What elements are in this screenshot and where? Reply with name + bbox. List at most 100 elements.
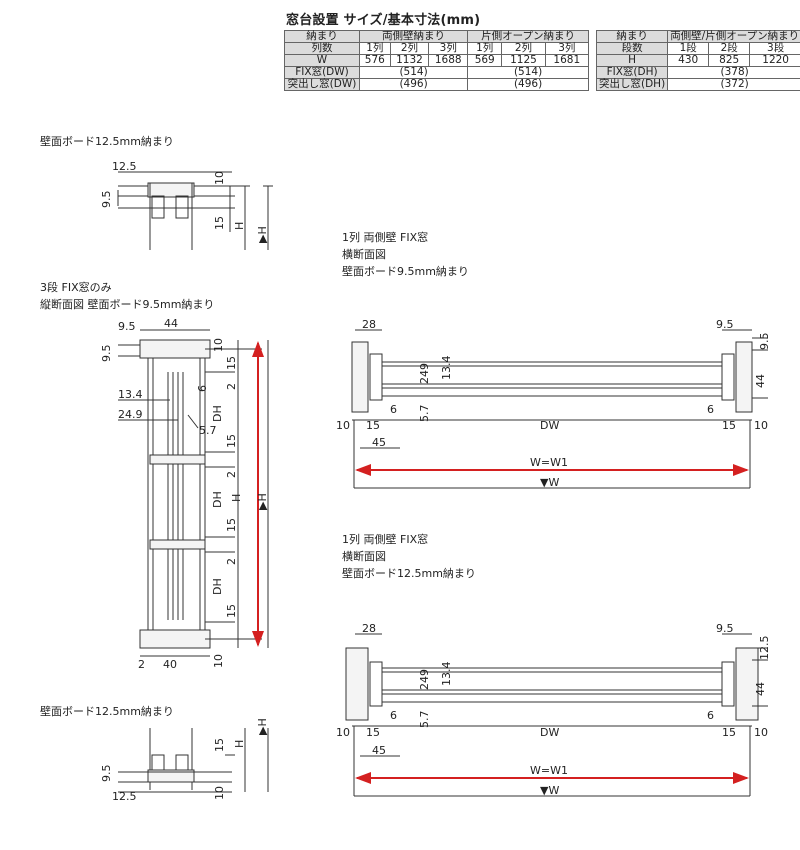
width-spec-table: 納まり 両側壁納まり 片側オープン納まり 列数 1列 2列 3列 1列 2列 3… bbox=[284, 30, 590, 91]
dim-label: 9.5 bbox=[100, 191, 113, 209]
dim-label: 10 bbox=[212, 654, 225, 668]
table-w-proj-value: (496) bbox=[358, 78, 469, 91]
dim-label: 13.4 bbox=[440, 356, 453, 381]
dim-label: 12.5 bbox=[112, 790, 137, 803]
dim-label: 28 bbox=[362, 318, 376, 331]
caption-horiz1-sub: 横断面図 bbox=[342, 248, 386, 261]
dim-label: 6 bbox=[390, 709, 397, 722]
dim-label: 15 bbox=[213, 216, 226, 230]
dim-label: 15 bbox=[225, 356, 238, 370]
dim-label: 15 bbox=[722, 419, 736, 432]
dim-label: W=W1 bbox=[530, 764, 568, 777]
dim-label: 5.7 bbox=[199, 424, 217, 437]
table-w-header-fit: 納まり bbox=[284, 30, 360, 43]
caption-horiz2-sub: 横断面図 bbox=[342, 550, 386, 563]
dim-label: 2 bbox=[225, 558, 238, 565]
table-w-header-both: 両側壁納まり bbox=[358, 30, 469, 43]
dim-label: 5.7 bbox=[418, 711, 431, 729]
table-h-h-label: H bbox=[595, 54, 669, 67]
dim-label: 6 bbox=[707, 403, 714, 416]
dim-label: 2 bbox=[138, 658, 145, 671]
dim-label: 15 bbox=[366, 419, 380, 432]
dim-label: 45 bbox=[372, 744, 386, 757]
vertical-section bbox=[118, 329, 269, 657]
dim-label: 15 bbox=[366, 726, 380, 739]
dim-label: 10 bbox=[212, 338, 225, 352]
table-w-proj-value: (496) bbox=[467, 78, 589, 91]
dim-label: 40 bbox=[163, 658, 177, 671]
dim-label: 15 bbox=[225, 604, 238, 618]
table-h-proj-value: (372) bbox=[667, 78, 800, 91]
dim-label: 15 bbox=[225, 518, 238, 532]
caption-horiz1-board: 壁面ボード9.5mm納まり bbox=[342, 265, 469, 278]
horizontal-section-2 bbox=[345, 633, 768, 797]
dim-label: H bbox=[233, 740, 246, 748]
section-detail-bottom bbox=[118, 728, 269, 793]
table-h-header-fit: 納まり bbox=[595, 30, 669, 43]
caption-vertical-subtitle: 縦断面図 壁面ボード9.5mm納まり bbox=[40, 298, 215, 311]
dim-label: 9.5 bbox=[118, 320, 136, 333]
dim-label: 2 bbox=[225, 383, 238, 390]
page-title: 窓台設置 サイズ/基本寸法(mm) bbox=[286, 13, 481, 28]
dim-label: 13.4 bbox=[440, 662, 453, 687]
dim-label: 9.5 bbox=[716, 318, 734, 331]
dim-label: 2 bbox=[225, 471, 238, 478]
caption-horiz2-board: 壁面ボード12.5mm納まり bbox=[342, 567, 476, 580]
table-h-proj-label: 突出し窓(DH) bbox=[595, 78, 669, 91]
dim-label: 15 bbox=[722, 726, 736, 739]
caption-vertical-title: 3段 FIX窓のみ bbox=[40, 281, 112, 294]
dim-label: H bbox=[233, 222, 246, 230]
dim-label: 6 bbox=[196, 385, 209, 392]
dim-label: DW bbox=[540, 419, 559, 432]
dim-label: 15 bbox=[225, 434, 238, 448]
dim-label: 10 bbox=[336, 419, 350, 432]
dim-label: 9.5 bbox=[716, 622, 734, 635]
dim-label: W=W1 bbox=[530, 456, 568, 469]
dim-label: 12.5 bbox=[112, 160, 137, 173]
dim-label: 10 bbox=[213, 786, 226, 800]
dim-label: 12.5 bbox=[758, 636, 771, 661]
dim-label: 9.5 bbox=[100, 765, 113, 783]
dim-label: 6 bbox=[390, 403, 397, 416]
dim-label: 9.5 bbox=[100, 345, 113, 363]
dim-label: H bbox=[230, 494, 243, 502]
dim-label: 44 bbox=[754, 682, 767, 696]
height-spec-table: 納まり 両側壁/片側オープン納まり 段数 1段 2段 3段 H 430 825 … bbox=[595, 30, 800, 91]
dim-label: ▼W bbox=[540, 476, 559, 489]
caption-horiz2-title: 1列 両側壁 FIX窓 bbox=[342, 533, 429, 546]
table-w-w-label: W bbox=[284, 54, 360, 67]
dim-label: DH bbox=[211, 491, 224, 508]
dim-label: 9.5 bbox=[758, 333, 771, 351]
dim-label: ▶H bbox=[256, 493, 269, 510]
dim-label: 24.9 bbox=[118, 408, 143, 421]
dim-label: 13.4 bbox=[118, 388, 143, 401]
dim-label: 5.7 bbox=[418, 405, 431, 423]
dim-label: DW bbox=[540, 726, 559, 739]
dim-label: DH bbox=[211, 405, 224, 422]
table-h-header-all: 両側壁/片側オープン納まり bbox=[667, 30, 800, 43]
dim-label: 44 bbox=[164, 317, 178, 330]
dim-label: ▼W bbox=[540, 784, 559, 797]
table-h-rows-label: 段数 bbox=[595, 42, 669, 55]
dim-label: 28 bbox=[362, 622, 376, 635]
dim-label: 249 bbox=[418, 363, 431, 384]
section-detail-top bbox=[117, 171, 273, 250]
dim-label: 10 bbox=[336, 726, 350, 739]
dim-label: 6 bbox=[707, 709, 714, 722]
table-w-header-one: 片側オープン納まり bbox=[467, 30, 589, 43]
dim-label: 10 bbox=[754, 419, 768, 432]
table-w-proj-label: 突出し窓(DW) bbox=[284, 78, 360, 91]
caption-bottom-left: 壁面ボード12.5mm納まり bbox=[40, 705, 174, 718]
dim-label: ▶H bbox=[256, 226, 269, 243]
caption-horiz1-title: 1列 両側壁 FIX窓 bbox=[342, 231, 429, 244]
dim-label: 249 bbox=[418, 669, 431, 690]
dim-label: DH bbox=[211, 578, 224, 595]
caption-top-left: 壁面ボード12.5mm納まり bbox=[40, 135, 174, 148]
dim-label: 44 bbox=[754, 374, 767, 388]
dim-label: 45 bbox=[372, 436, 386, 449]
table-w-cols-label: 列数 bbox=[284, 42, 360, 55]
dim-label: 15 bbox=[213, 738, 226, 752]
dim-label: 10 bbox=[213, 171, 226, 185]
dim-label: ▶H bbox=[256, 718, 269, 735]
